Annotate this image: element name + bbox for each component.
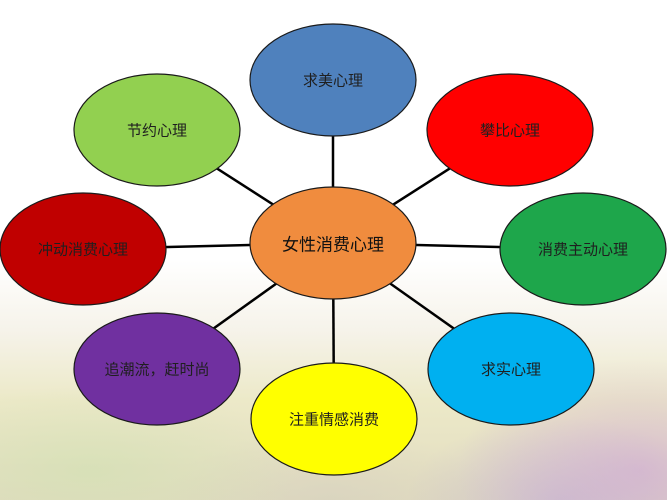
center-node-label: 女性消费心理 — [282, 235, 384, 256]
node-label-chongdong: 冲动消费心理 — [37, 240, 129, 259]
node-ellipse-qinggan — [250, 362, 418, 476]
node-label-chaoliu: 追潮流，赶时尚 — [104, 360, 210, 379]
node-label-jieyue: 节约心理 — [126, 121, 188, 140]
node-ellipse-jieyue — [73, 73, 241, 187]
node-label-qiushi: 求实心理 — [480, 360, 542, 379]
node-ellipse-panbi — [426, 73, 594, 187]
node-label-qinggan: 注重情感消费 — [288, 410, 380, 429]
node-ellipse-qiushi — [427, 312, 595, 426]
node-ellipse-chaoliu — [73, 312, 241, 426]
center-node-ellipse — [249, 186, 417, 300]
node-ellipse-qiumei — [249, 23, 417, 137]
node-ellipse-chongdong — [0, 192, 167, 306]
node-label-zhudong: 消费主动心理 — [537, 240, 629, 259]
node-shapes — [0, 23, 667, 476]
node-label-qiumei: 求美心理 — [302, 71, 364, 90]
node-label-panbi: 攀比心理 — [479, 121, 541, 140]
node-ellipse-zhudong — [499, 192, 667, 306]
